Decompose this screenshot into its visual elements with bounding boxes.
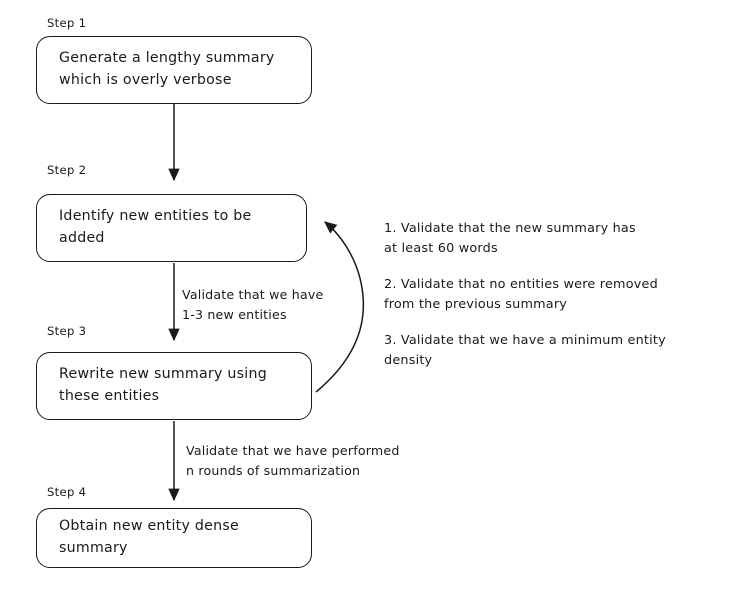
- node-step-1[interactable]: Generate a lengthy summary which is over…: [36, 36, 312, 104]
- validation-item-1: 1. Validate that the new summary has at …: [384, 221, 636, 256]
- step-label-4: Step 4: [47, 485, 87, 499]
- validation-item-3: 3. Validate that we have a minimum entit…: [384, 332, 666, 368]
- node-step-2-text: Identify new entities to be added: [59, 208, 252, 246]
- connector-step3-step2-feedback: [315, 221, 365, 393]
- step-label-1: Step 1: [47, 16, 87, 30]
- node-step-1-text: Generate a lengthy summary which is over…: [59, 50, 275, 88]
- edge-label-step3-step4: Validate that we have performed n rounds…: [186, 443, 400, 478]
- validation-item-2: 2. Validate that no entities were remove…: [384, 276, 658, 312]
- validation-list: 1. Validate that the new summary has at …: [384, 219, 704, 371]
- node-step-4[interactable]: Obtain new entity dense summary: [36, 508, 312, 568]
- step-label-2: Step 2: [47, 163, 87, 177]
- node-step-3-text: Rewrite new summary using these entities: [59, 366, 267, 404]
- step-label-3: Step 3: [47, 324, 87, 338]
- node-step-4-text: Obtain new entity dense summary: [59, 518, 239, 556]
- edge-label-step2-step3: Validate that we have 1-3 new entities: [182, 287, 324, 322]
- node-step-3[interactable]: Rewrite new summary using these entities: [36, 352, 312, 420]
- node-step-2[interactable]: Identify new entities to be added: [36, 194, 307, 262]
